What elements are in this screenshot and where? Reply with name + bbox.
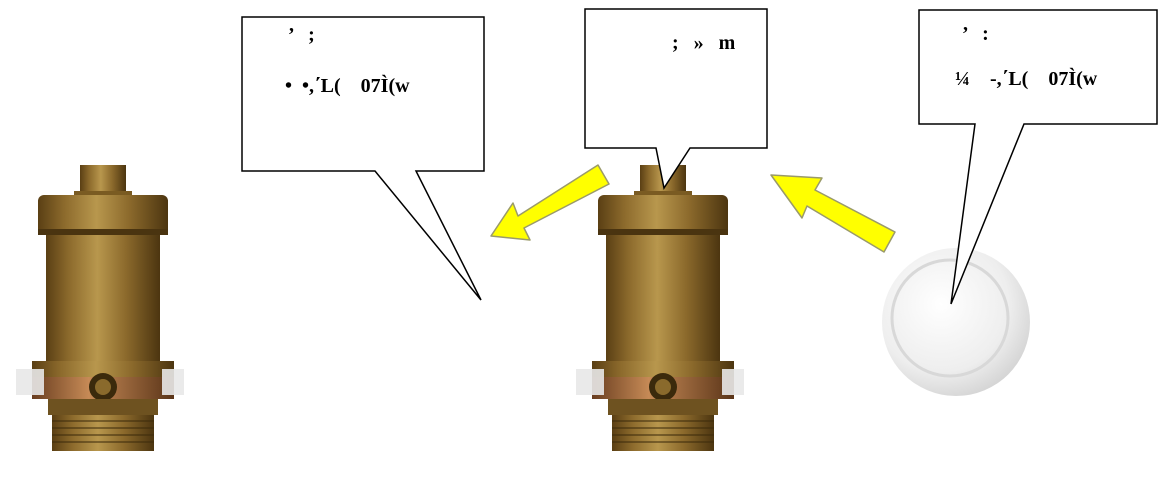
left-callout-line1: ’ ;	[288, 24, 315, 46]
right-callout-box	[918, 9, 1158, 305]
right-callout-line2: ¼ -,΄L( 07Ì(w	[955, 68, 1098, 90]
middle-callout-line1: ; » m	[672, 32, 736, 54]
left-yellow-arrow	[490, 164, 610, 241]
right-yellow-arrow	[770, 174, 896, 253]
right-callout-line1: ’ :	[962, 23, 989, 45]
left-callout-line2: • •,΄L( 07Ì(w	[285, 75, 410, 97]
middle-callout-box	[584, 8, 768, 190]
left-callout-box	[241, 16, 485, 301]
white-cap-image	[882, 248, 1030, 396]
center-valve-image	[575, 164, 745, 452]
left-valve-image	[15, 164, 185, 452]
